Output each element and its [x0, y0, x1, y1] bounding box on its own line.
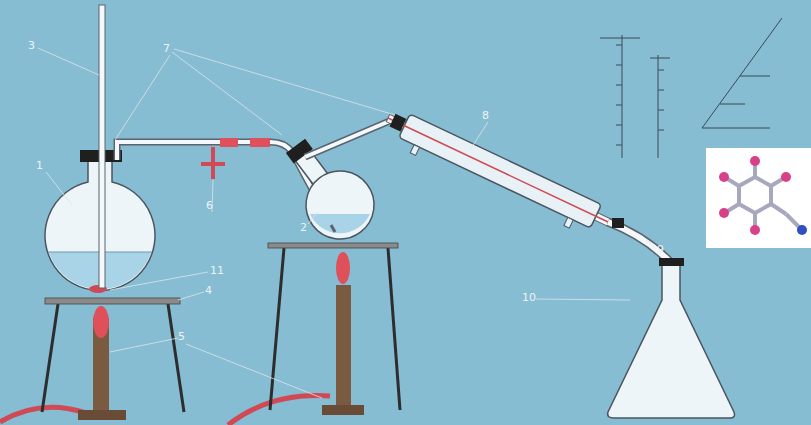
tripod-stand	[42, 298, 184, 412]
scale-charts	[600, 18, 782, 158]
callout-number: 5	[178, 331, 185, 343]
condenser	[379, 106, 615, 242]
callout-number: 8	[482, 110, 489, 122]
callout-number: 2	[300, 222, 307, 234]
callout-number: 9	[657, 244, 664, 256]
side-arm	[305, 120, 392, 157]
callout-number: 3	[28, 40, 35, 52]
clamp	[201, 147, 225, 179]
adapter	[608, 218, 670, 262]
burner	[322, 252, 364, 415]
gas-hose	[0, 396, 330, 425]
rubber-joint	[220, 138, 270, 147]
conical-flask	[608, 258, 735, 418]
molecule-inset	[706, 148, 811, 248]
glass-tube	[99, 5, 105, 288]
callout-number: 1	[36, 160, 43, 172]
burner	[78, 306, 126, 420]
tripod-stand	[268, 243, 400, 410]
callout-number: 11	[210, 265, 224, 277]
callout-number: 10	[522, 292, 536, 304]
leader-line	[38, 48, 656, 398]
callout-number: 4	[205, 285, 212, 297]
callout-number: 7	[163, 43, 170, 55]
callout-number: 6	[206, 200, 213, 212]
liquid	[310, 214, 370, 233]
